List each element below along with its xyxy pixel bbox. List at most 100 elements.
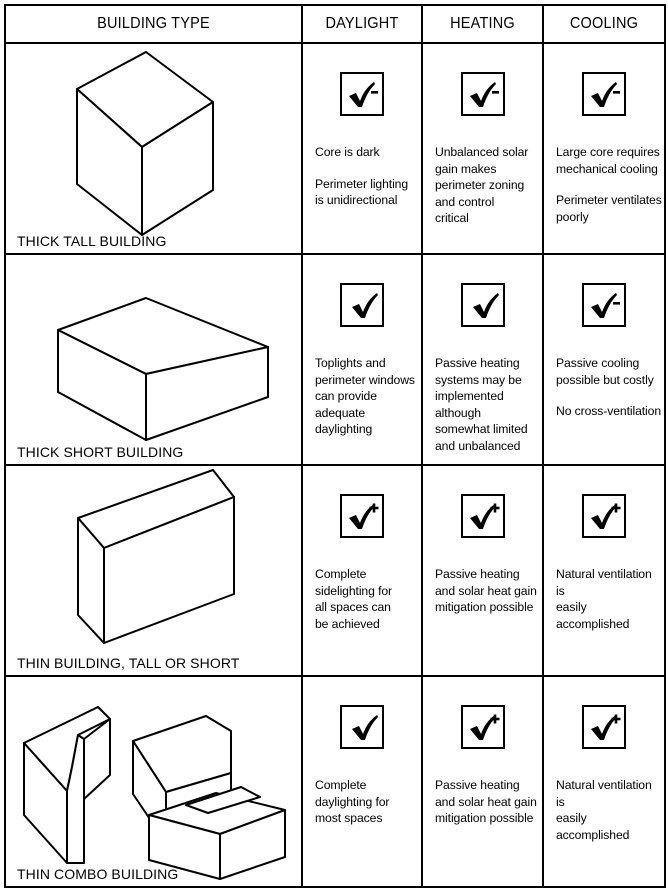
note-text: Complete daylighting for most spaces	[315, 778, 390, 825]
tick-mark	[591, 504, 617, 529]
note-text: Complete sidelighting for all spaces can…	[315, 567, 392, 631]
tick-mark	[591, 715, 617, 740]
building-type-label: THIN COMBO BUILDING	[17, 866, 179, 882]
rating-notes: Unbalanced solar gain makes perimeter zo…	[435, 144, 540, 242]
check-plus-icon	[591, 714, 621, 740]
rating-box	[340, 705, 384, 749]
rating-box	[582, 494, 626, 538]
tick-mark	[591, 82, 617, 107]
rating-notes: Passive heating systems may be implement…	[435, 355, 540, 469]
flat-slab-icon	[57, 297, 269, 441]
tick-mark	[591, 293, 617, 318]
rating-box	[460, 283, 505, 327]
note-text: Large core requires mechanical cooling	[556, 145, 660, 176]
heating-cell: Passive heating and solar heat gain miti…	[421, 675, 544, 888]
header-building-type: BUILDING TYPE	[4, 2, 303, 46]
building-type-label: THICK SHORT BUILDING	[17, 444, 184, 460]
building-type-label: THIN BUILDING, TALL OR SHORT	[17, 655, 240, 671]
header-heating: HEATING	[421, 2, 544, 46]
check-icon	[352, 293, 378, 318]
header-daylight: DAYLIGHT	[301, 2, 423, 46]
check-plus-icon	[591, 503, 621, 529]
daylight-cell: Complete daylighting for most spaces	[301, 675, 423, 888]
note-text: Perimeter lighting is unidirectional	[315, 176, 409, 208]
note-text: Passive cooling possible but costly	[556, 356, 654, 387]
building-type-cell: THIN COMBO BUILDING	[4, 675, 303, 888]
tick-mark	[469, 715, 496, 740]
check-icon	[472, 293, 499, 318]
note-text: No cross-ventilation	[556, 404, 662, 418]
rating-box	[460, 494, 505, 538]
table-row: THICK SHORT BUILDING Toplights and perim…	[4, 253, 666, 466]
plus-mark	[614, 503, 618, 513]
tick-mark	[352, 715, 378, 740]
tick-mark	[469, 504, 496, 529]
rating-notes: Toplights and perimeter windows can prov…	[315, 355, 419, 453]
rating-notes: Natural ventilation is easily accomplish…	[556, 566, 662, 647]
rating-box	[582, 705, 626, 749]
minus-mark	[613, 302, 620, 305]
heating-cell: Passive heating systems may be implement…	[421, 253, 544, 466]
daylight-cell: Toplights and perimeter windows can prov…	[301, 253, 423, 466]
daylight-cell: Complete sidelighting for all spaces can…	[301, 464, 423, 677]
minus-mark	[371, 91, 378, 94]
plus-mark	[493, 714, 496, 724]
rating-notes: Complete daylighting for most spaces	[315, 777, 419, 842]
rating-notes: Natural ventilation is easily accomplish…	[556, 777, 662, 858]
building-type-label: THICK TALL BUILDING	[17, 233, 167, 249]
check-plus-icon	[349, 503, 379, 529]
heating-cell: Unbalanced solar gain makes perimeter zo…	[421, 42, 544, 255]
tick-mark	[352, 293, 378, 318]
check-minus-icon	[349, 82, 378, 107]
note-text: Toplights and perimeter windows can prov…	[315, 356, 415, 436]
heating-cell: Passive heating and solar heat gain miti…	[421, 464, 544, 677]
plus-mark	[493, 503, 496, 513]
building-type-cell: THICK TALL BUILDING	[4, 42, 303, 255]
rating-notes: Passive heating and solar heat gain miti…	[435, 566, 540, 631]
tall-box-icon	[76, 51, 214, 236]
check-plus-icon	[469, 714, 499, 740]
tick-mark	[469, 82, 496, 107]
rating-box	[340, 494, 384, 538]
rating-box	[340, 72, 384, 116]
rating-box	[340, 283, 384, 327]
combo-shapes-icon	[23, 706, 286, 880]
check-minus-icon	[469, 82, 499, 107]
minus-mark	[613, 91, 620, 94]
note-text: Core is dark	[315, 145, 380, 159]
check-minus-icon	[591, 293, 620, 318]
plus-mark	[614, 714, 618, 724]
note-text: Natural ventilation is easily accomplish…	[556, 567, 652, 631]
table-row: THIN COMBO BUILDING Complete daylighting…	[4, 675, 666, 888]
note-text: Perimeter ventilates poorly	[556, 193, 662, 224]
check-icon	[352, 715, 378, 740]
table-row: THIN BUILDING, TALL OR SHORT Complete si…	[4, 464, 666, 677]
note-text: Natural ventilation is easily accomplish…	[556, 778, 652, 842]
plus-mark	[372, 503, 376, 513]
tick-mark	[349, 82, 375, 107]
tick-mark	[349, 504, 375, 529]
rating-box	[460, 72, 505, 116]
check-minus-icon	[591, 82, 620, 107]
cooling-cell: Natural ventilation is easily accomplish…	[542, 464, 666, 677]
check-plus-icon	[469, 503, 499, 529]
building-type-table: BUILDING TYPE DAYLIGHT HEATING COOLING T…	[4, 2, 666, 888]
rating-notes: Passive cooling possible but costly No cr…	[556, 355, 662, 435]
minus-mark	[491, 91, 499, 94]
rating-notes: Complete sidelighting for all spaces can…	[315, 566, 419, 647]
rating-box	[582, 283, 626, 327]
tick-mark	[472, 293, 499, 318]
rating-notes: Passive heating and solar heat gain miti…	[435, 777, 540, 842]
header-cooling: COOLING	[542, 2, 666, 46]
note-text: Passive heating systems may be implement…	[435, 356, 528, 453]
thin-slab-icon	[77, 469, 235, 644]
cooling-cell: Passive cooling possible but costly No cr…	[542, 253, 666, 466]
note-text: Passive heating and solar heat gain miti…	[435, 567, 537, 614]
building-type-cell: THICK SHORT BUILDING	[4, 253, 303, 466]
